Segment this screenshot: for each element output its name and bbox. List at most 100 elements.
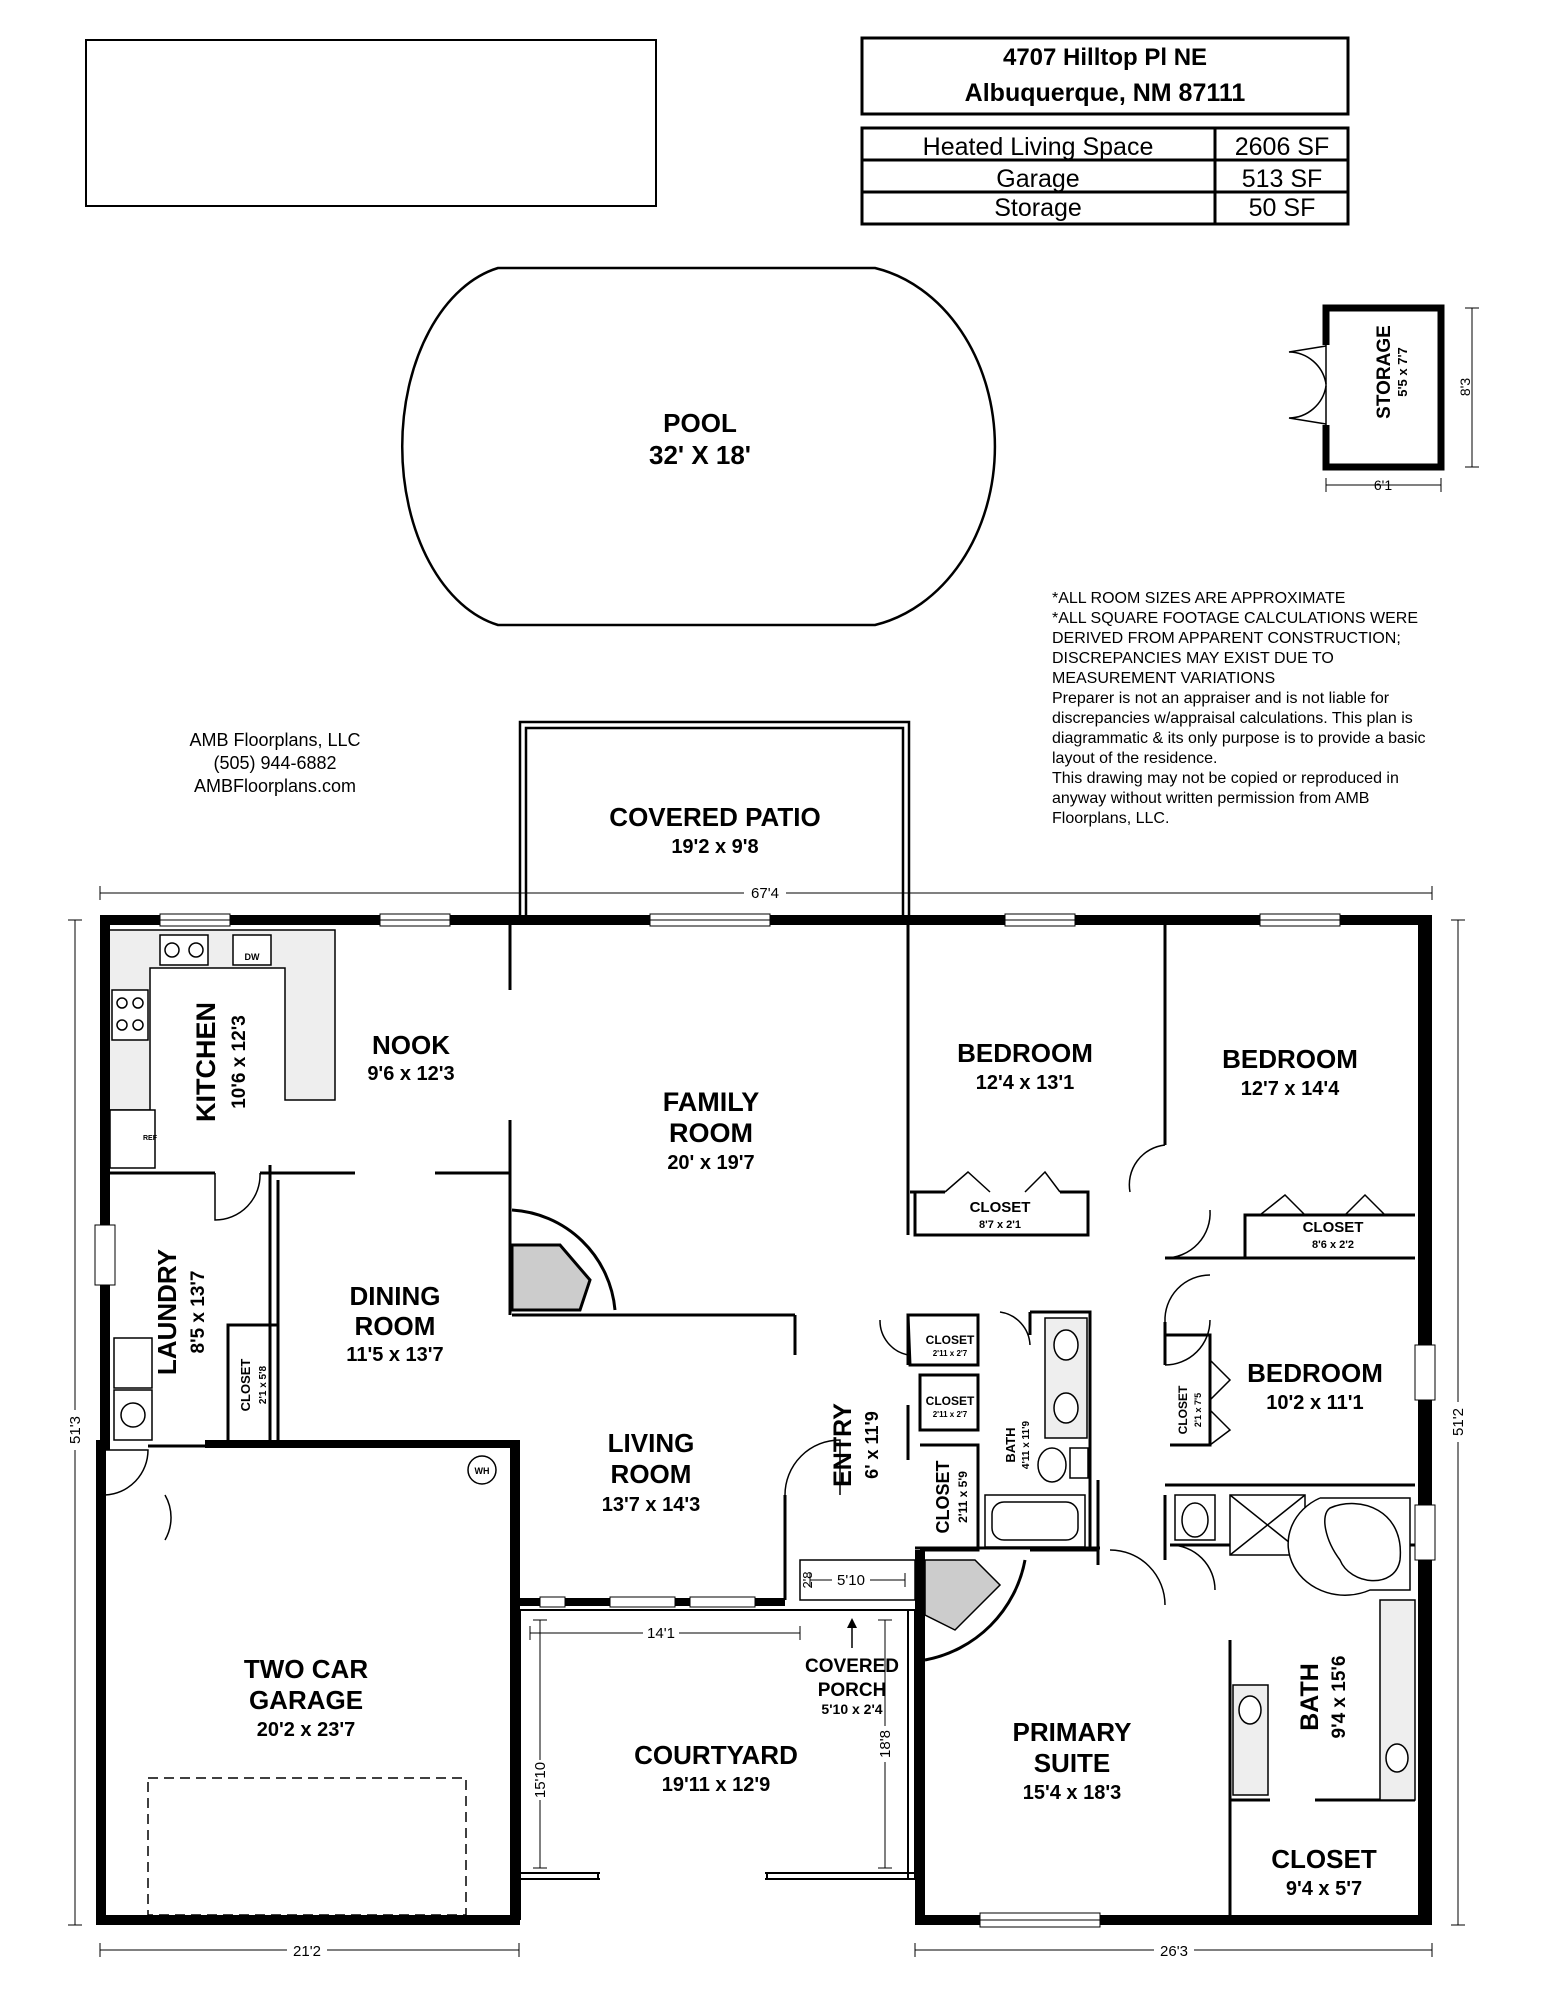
area-row-3-label: Storage <box>994 194 1082 222</box>
note-line-8: diagrammatic & its only purpose is to pr… <box>1052 730 1426 747</box>
bedroom3-label: BEDROOM <box>1247 1358 1383 1388</box>
porch-depth-dim: 2'8 <box>800 1572 815 1589</box>
porch-width-dim: 5'10 <box>837 1572 865 1589</box>
address-line-2: Albuquerque, NM 87111 <box>965 79 1246 107</box>
courtyard-size: 19'11 x 12'9 <box>662 1774 771 1796</box>
note-line-9: layout of the residence. <box>1052 750 1217 767</box>
bottom-left-dim: 21'2 <box>293 1943 321 1960</box>
note-line-3: DERIVED FROM APPARENT CONSTRUCTION; <box>1052 630 1401 647</box>
closet-c-size: 2'11 x 5'9 <box>956 1471 970 1523</box>
closet-b-label: CLOSET <box>926 1394 975 1408</box>
note-line-2: *ALL SQUARE FOOTAGE CALCULATIONS WERE <box>1052 610 1418 627</box>
covered-patio: COVERED PATIO 19'2 x 9'8 <box>518 720 911 917</box>
primary-bath-label: BATH <box>1296 1663 1324 1731</box>
family-room-size: 20' x 19'7 <box>667 1152 754 1174</box>
family-room-label-1: FAMILY <box>663 1087 760 1117</box>
living-room-label-1: LIVING <box>608 1428 695 1458</box>
closet-bifold-doors <box>944 1170 1386 1446</box>
primary-bath-size: 9'4 x 15'6 <box>1329 1656 1350 1739</box>
courtyard-label: COURTYARD <box>634 1740 798 1770</box>
area-row-3-value: 50 SF <box>1249 194 1316 222</box>
room-labels: KITCHEN 10'6 x 12'3 NOOK 9'6 x 12'3 FAMI… <box>152 1002 1383 1900</box>
primary-closet-size: 9'4 x 5'7 <box>1286 1878 1362 1900</box>
bedroom1-label: BEDROOM <box>957 1038 1093 1068</box>
hall-bath-size: 4'11 x 11'9 <box>1021 1420 1032 1469</box>
closet1-label: CLOSET <box>970 1199 1031 1216</box>
garage-label-1: TWO CAR <box>244 1654 368 1684</box>
area-row-1-label: Heated Living Space <box>923 133 1154 161</box>
note-line-11: anyway without written permission from A… <box>1052 790 1369 807</box>
primary-suite-label-2: SUITE <box>1034 1748 1111 1778</box>
address-line-1: 4707 Hilltop Pl NE <box>1003 44 1207 71</box>
closet-c-label: CLOSET <box>933 1460 953 1533</box>
covered-porch-label-1: COVERED <box>805 1656 899 1677</box>
nook-size: 9'6 x 12'3 <box>367 1063 454 1085</box>
closet-a-size: 2'11 x 2'7 <box>933 1349 968 1358</box>
company-name: AMB Floorplans, LLC <box>189 730 360 750</box>
closet2-size: 8'6 x 2'2 <box>1312 1239 1354 1251</box>
area-table: Heated Living Space 2606 SF Garage 513 S… <box>860 126 1350 226</box>
primary-suite-label-1: PRIMARY <box>1013 1717 1132 1747</box>
dining-room-label-1: DINING <box>350 1281 441 1311</box>
entry-label: ENTRY <box>829 1403 857 1487</box>
door-swings <box>104 1144 1216 1606</box>
company-phone: (505) 944-6882 <box>213 753 336 773</box>
garage-size: 20'2 x 23'7 <box>257 1719 356 1741</box>
disclaimer-notes: *ALL ROOM SIZES ARE APPROXIMATE *ALL SQU… <box>1052 590 1426 827</box>
dimension-lines: 67'4 51'3 51'2 21'2 26'3 <box>66 884 1467 1960</box>
courtyard <box>519 1559 916 1920</box>
corner-fireplace <box>924 1559 1027 1662</box>
dining-room-size: 11'5 x 13'7 <box>346 1344 443 1366</box>
storage-shed: STORAGE 5'5 x 7'7 6'1 8'3 <box>1288 304 1479 493</box>
laundry-fixtures <box>113 1337 153 1441</box>
interior-walls <box>110 925 1415 1915</box>
note-line-10: This drawing may not be copied or reprod… <box>1052 770 1399 787</box>
note-line-1: *ALL ROOM SIZES ARE APPROXIMATE <box>1052 590 1345 607</box>
courtyard-dimensions: 14'1 15'10 18'8 5'10 2'8 <box>529 1572 906 1869</box>
primary-suite-size: 15'4 x 18'3 <box>1023 1782 1122 1804</box>
water-heater: WH <box>467 1455 497 1485</box>
pool-label: POOL <box>663 408 737 438</box>
refrigerator-label: REF <box>143 1135 158 1142</box>
kitchen-fixtures: DW REF <box>109 929 336 1169</box>
area-row-1-value: 2606 SF <box>1235 133 1330 161</box>
dining-room-label-2: ROOM <box>355 1311 436 1341</box>
covered-porch-size: 5'10 x 2'4 <box>821 1701 882 1717</box>
covered-patio-label: COVERED PATIO <box>609 802 820 832</box>
storage-height-dim: 8'3 <box>1457 378 1473 396</box>
note-line-4: DISCREPANCIES MAY EXIST DUE TO <box>1052 650 1334 667</box>
bedroom2-size: 12'7 x 14'4 <box>1241 1078 1340 1100</box>
garage-door-outline <box>147 1777 467 1916</box>
laundry-closet-label: CLOSET <box>238 1359 253 1412</box>
entry-size: 6' x 11'9 <box>862 1411 882 1479</box>
windows <box>94 913 1436 1928</box>
bedroom2-label: BEDROOM <box>1222 1044 1358 1074</box>
closet-b-size: 2'11 x 2'7 <box>933 1410 968 1419</box>
company-info: AMB Floorplans, LLC (505) 944-6882 AMBFl… <box>189 730 360 796</box>
pool: POOL 32' X 18' <box>401 266 997 627</box>
laundry-closet-size: 2'1 x 5'8 <box>258 1366 269 1405</box>
note-line-7: discrepancies w/appraisal calculations. … <box>1052 710 1413 727</box>
primary-closet-label: CLOSET <box>1271 1844 1377 1874</box>
note-line-12: Floorplans, LLC. <box>1052 810 1169 827</box>
covered-patio-size: 19'2 x 9'8 <box>671 836 758 858</box>
kitchen-size: 10'6 x 12'3 <box>229 1015 250 1109</box>
laundry-size: 8'5 x 13'7 <box>188 1271 209 1354</box>
dishwasher-label: DW <box>245 952 260 962</box>
bedroom1-size: 12'4 x 13'1 <box>976 1072 1075 1094</box>
laundry-label: LAUNDRY <box>152 1249 182 1375</box>
nook-label: NOOK <box>372 1030 450 1060</box>
hall-bath-label: BATH <box>1003 1427 1018 1462</box>
area-row-2-label: Garage <box>996 165 1079 193</box>
blank-title-box <box>85 39 657 207</box>
covered-porch-label-2: PORCH <box>818 1680 887 1701</box>
courtyard-width-dim: 14'1 <box>647 1625 675 1642</box>
pool-size: 32' X 18' <box>649 440 751 470</box>
courtyard-right-dim: 18'8 <box>877 1730 894 1758</box>
storage-size: 5'5 x 7'7 <box>1395 347 1410 397</box>
closet1-size: 8'7 x 2'1 <box>979 1219 1021 1231</box>
closet-a-label: CLOSET <box>926 1333 975 1347</box>
company-website: AMBFloorplans.com <box>194 776 356 796</box>
courtyard-left-dim: 15'10 <box>532 1762 549 1798</box>
